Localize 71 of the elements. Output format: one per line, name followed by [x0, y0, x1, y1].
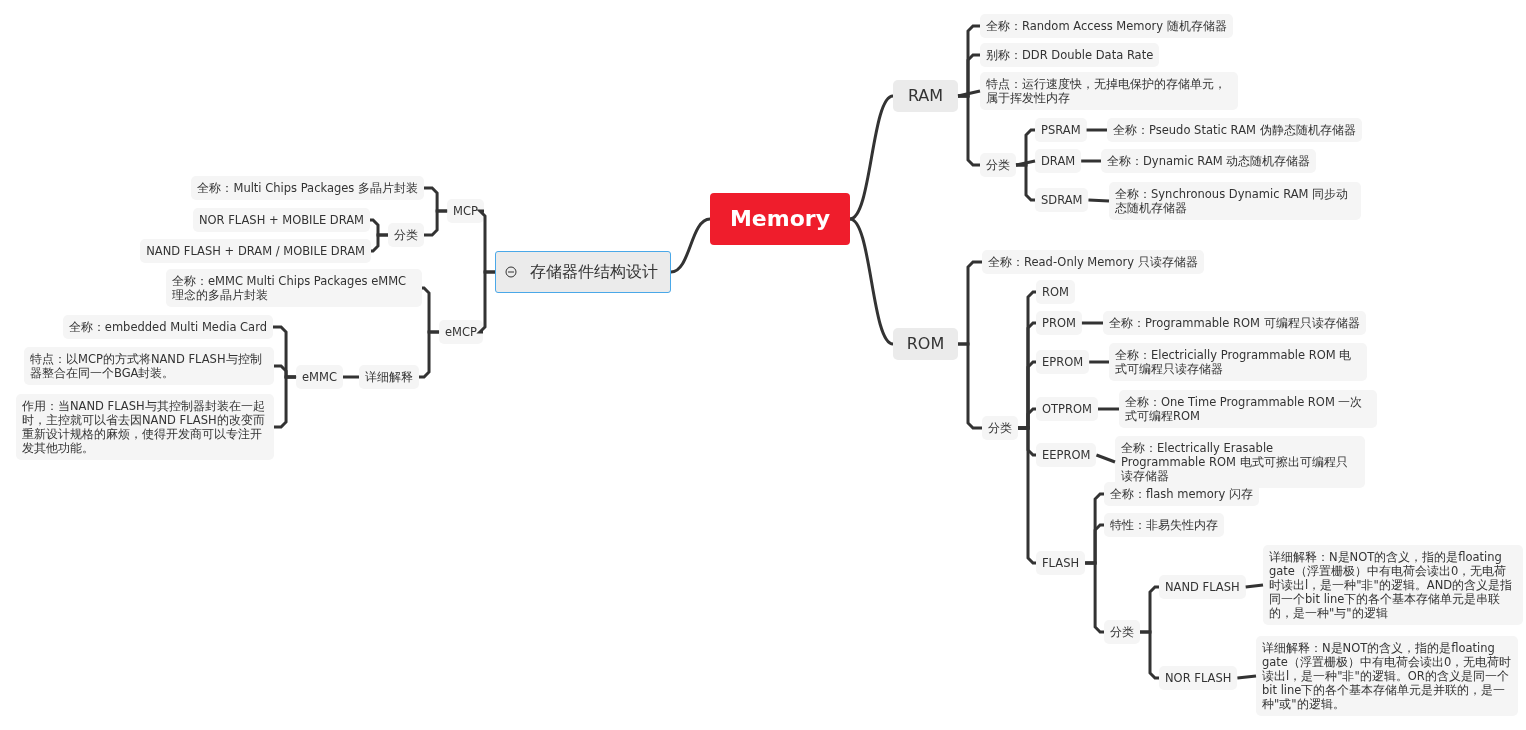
topic-label: 全称：Multi Chips Packages 多晶片封装 [191, 176, 424, 200]
topic-label: NAND FLASH + DRAM / MOBILE DRAM [140, 239, 371, 263]
connector-line [424, 209, 448, 237]
topic-label: ROM [1036, 280, 1075, 304]
topic-label: 全称：Electrically Erasable Programmable ROM 电式可擦出可编程只读存储器 [1115, 436, 1365, 488]
connector-line [849, 94, 894, 221]
topic-label: 详细解释 [359, 365, 419, 389]
topic-label: 分类 [982, 416, 1018, 440]
connector-line [419, 330, 440, 379]
topic-label: 全称：Synchronous Dynamic RAM 同步动态随机存储器 [1109, 182, 1361, 220]
connector-line [849, 217, 894, 346]
connector-line [958, 94, 980, 167]
topic-label: 全称：Dynamic RAM 动态随机存储器 [1101, 149, 1317, 173]
topic-label: MCP [447, 199, 484, 223]
connector-line [1098, 407, 1119, 411]
connector-line [370, 233, 388, 253]
topic-label: 特性：非易失性内存 [1104, 513, 1224, 537]
topic-label: EEPROM [1036, 443, 1097, 467]
connector-line [670, 217, 711, 274]
connector-line [274, 375, 297, 429]
topic-label: DRAM [1035, 149, 1082, 173]
topic-label: 全称：Programmable ROM 可编程只读存储器 [1103, 311, 1366, 335]
main-topic: 存储器件结构设计 [495, 251, 671, 293]
topic-label: OTPROM [1036, 397, 1098, 421]
topic-label: 分类 [1104, 620, 1140, 644]
connector-line [1016, 163, 1035, 202]
topic-label: 特点：以MCP的方式将NAND FLASH与控制器整合在同一个BGA封装。 [24, 347, 274, 385]
connector-line [1245, 583, 1264, 589]
topic-label: SDRAM [1035, 188, 1089, 212]
connector-line [476, 270, 495, 334]
topic-label: 全称：One Time Programmable ROM 一次式可编程ROM [1119, 390, 1377, 428]
topic-label: eMMC [296, 365, 343, 389]
topic-label: 作用：当NAND FLASH与其控制器封装在一起时，主控就可以省去因NAND FLASH的改变而重新设计规格的麻烦，使得开发商可以专注开发其他功能。 [16, 394, 274, 460]
topic-label: 全称：eMMC Multi Chips Packages eMMC理念的多晶片封装 [166, 269, 422, 307]
connector-line [1088, 198, 1110, 203]
topic-label: NOR FLASH + MOBILE DRAM [192, 208, 370, 232]
topic-label: PSRAM [1035, 118, 1087, 142]
topic-label: PROM [1036, 311, 1082, 335]
topic-label: 分类 [388, 223, 424, 247]
connector-line [957, 89, 981, 98]
topic-label: 全称：Pseudo Static RAM 伪静态随机存储器 [1107, 118, 1362, 142]
topic-label: 全称：Electricially Programmable ROM 电式可编程只读存储器 [1109, 343, 1367, 381]
topic-label: 全称：flash memory 闪存 [1104, 482, 1259, 506]
root-topic: Memory [710, 193, 850, 245]
connector-line [1086, 128, 1107, 132]
connector-line [1018, 426, 1036, 565]
topic-label: NAND FLASH [1159, 575, 1246, 599]
topic-label: 全称：Random Access Memory 随机存储器 [980, 14, 1233, 38]
connector-line [1081, 159, 1101, 163]
topic-label: 全称：embedded Multi Media Card [62, 315, 273, 339]
topic-label: 分类 [980, 153, 1016, 177]
main-topic: RAM [893, 80, 958, 112]
topic-label: 别称：DDR Double Data Rate [980, 43, 1160, 67]
topic-label: 详细解释：N是NOT的含义，指的是floating gate（浮置栅极）中有电荷会读出0，无电荷时读出l，是一种"非"的逻辑。OR的含义是同一个bit line下的各个基本存储单元是并联的，是一种"或"的逻辑。 [1256, 636, 1518, 716]
connector-line [1085, 561, 1104, 634]
topic-label: eMCP [439, 320, 483, 344]
connector-line [1095, 453, 1116, 464]
main-topic: ROM [893, 328, 958, 360]
topic-label: EPROM [1036, 350, 1090, 374]
connector-line [958, 342, 982, 430]
topic-label: 详细解释：N是NOT的含义，指的是floating gate（浮置栅极）中有电荷会读出0，无电荷时读出l，是一种"非"的逻辑。AND的含义是指同一个bit line下的各个基本存储单元是串联的，是一种"与"的逻辑 [1263, 545, 1523, 625]
connector-line [343, 375, 359, 379]
topic-label: FLASH [1036, 551, 1086, 575]
connector-line [1089, 360, 1109, 364]
connector-line [1015, 159, 1036, 167]
topic-label: 特点：运行速度快，无掉电保护的存储单元，属于挥发性内存 [980, 72, 1238, 110]
connector-line [1140, 630, 1159, 680]
connector-line [1081, 321, 1103, 325]
topic-label: 全称：Read-Only Memory 只读存储器 [982, 250, 1204, 274]
connector-line [1237, 674, 1257, 680]
topic-label: NOR FLASH [1159, 666, 1238, 690]
